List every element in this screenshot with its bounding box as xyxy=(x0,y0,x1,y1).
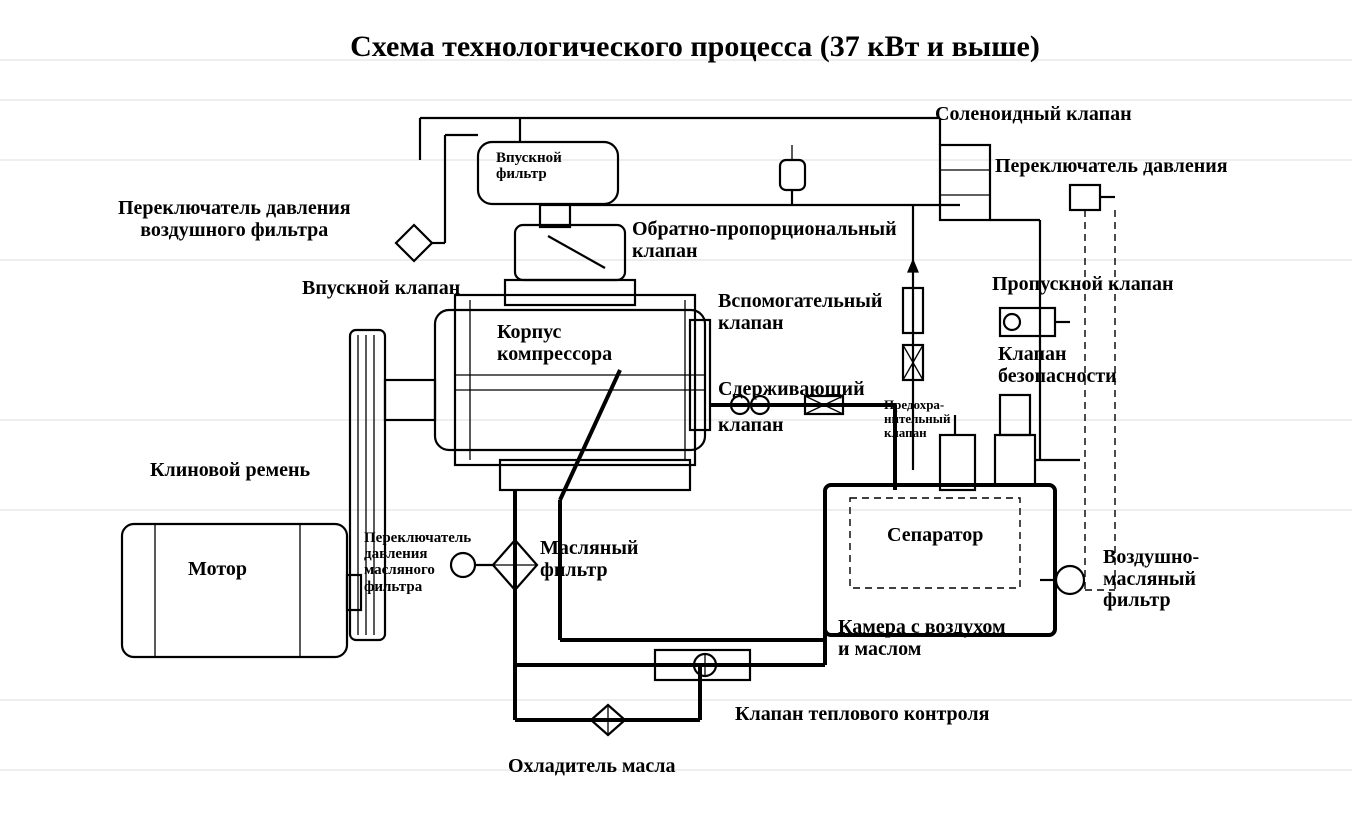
oil-filter-symbol xyxy=(491,538,539,592)
label-thermal-valve: Клапан теплового контроля xyxy=(735,703,990,725)
motor xyxy=(120,522,363,659)
intake-filter xyxy=(476,140,620,206)
oil-cooler-symbol xyxy=(589,703,627,737)
compressor-body xyxy=(433,293,712,492)
label-solenoid-valve: Соленоидный клапан xyxy=(935,103,1132,125)
solenoid-valve xyxy=(938,143,992,222)
auxiliary-valve xyxy=(901,205,925,470)
intake-valve xyxy=(503,203,637,307)
air-filter-pressure-switch-symbol xyxy=(394,133,478,263)
air-oil-filter-symbol xyxy=(1040,564,1086,596)
back-proportional-valve xyxy=(778,145,807,205)
label-v-belt: Клиновой ремень xyxy=(150,459,311,481)
label-pressure-switch: Переключатель давления xyxy=(995,155,1228,177)
label-bypass-valve: Пропускной клапан xyxy=(992,273,1174,295)
label-oil-cooler: Охладитель масла xyxy=(508,755,676,777)
discharge-line xyxy=(710,394,897,490)
oil-filter-pressure-switch-symbol xyxy=(449,551,493,579)
oil-circuit xyxy=(513,369,827,722)
thermal-valve xyxy=(653,648,752,682)
label-intake-valve: Впускной клапан xyxy=(302,277,461,299)
label-motor: Мотор xyxy=(188,558,248,580)
label-separator: Сепаратор xyxy=(887,524,984,546)
page-title: Схема технологического процесса (37 кВт … xyxy=(350,30,1040,63)
separator-tank xyxy=(823,415,1057,637)
v-belt xyxy=(348,328,437,642)
safety-valve xyxy=(993,393,1080,487)
control-pipes xyxy=(418,116,1042,460)
bypass-valve xyxy=(998,306,1070,338)
pressure-switch xyxy=(1068,183,1116,591)
background-scan-lines xyxy=(0,59,1352,771)
